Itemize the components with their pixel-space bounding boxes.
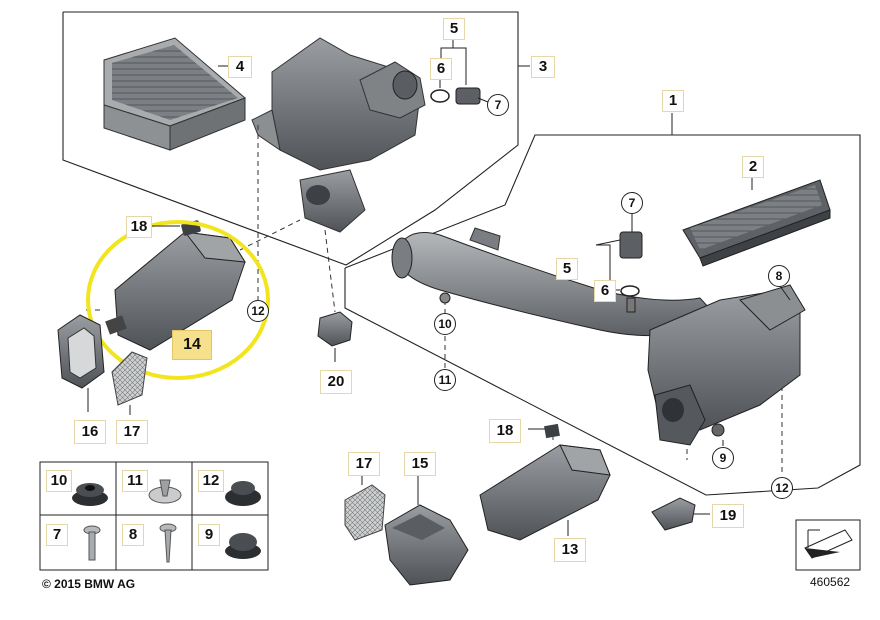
callout-8: 8 xyxy=(768,265,790,287)
callout-12-left: 12 xyxy=(247,300,269,322)
callout-19: 19 xyxy=(712,504,744,528)
callout-17-left: 17 xyxy=(116,420,148,444)
legend-num-8: 8 xyxy=(122,524,144,546)
filter-element-2 xyxy=(682,175,831,267)
filter-housing-3 xyxy=(251,37,426,233)
callout-15: 15 xyxy=(404,452,436,476)
legend-num-9: 9 xyxy=(198,524,220,546)
callout-10: 10 xyxy=(434,313,456,335)
leaders-8-9-12 xyxy=(722,285,791,446)
callout-5-upper: 5 xyxy=(443,18,465,40)
callout-9: 9 xyxy=(712,447,734,469)
mount-20 xyxy=(317,311,353,362)
mesh-17-lower xyxy=(344,472,386,541)
callout-16: 16 xyxy=(74,420,106,444)
callout-2: 2 xyxy=(742,156,764,178)
duct-15 xyxy=(384,473,469,586)
sensor-upper xyxy=(430,87,481,105)
legend-num-12: 12 xyxy=(198,470,224,492)
legend-grid xyxy=(39,461,269,571)
callout-18-upper: 18 xyxy=(126,216,152,238)
legend-num-7: 7 xyxy=(46,524,68,546)
sensor-right xyxy=(619,231,643,313)
intake-pipe xyxy=(391,227,721,337)
mesh-17-left xyxy=(111,351,148,415)
legend-num-11: 11 xyxy=(122,470,148,492)
filter-housing-lower xyxy=(647,284,806,446)
callout-17-lower: 17 xyxy=(348,452,380,476)
diagram-number: 460562 xyxy=(810,575,851,589)
callout-5-right: 5 xyxy=(556,258,578,280)
duct-seal-16 xyxy=(57,314,105,412)
callout-7-right: 7 xyxy=(621,192,643,214)
callout-13: 13 xyxy=(554,538,586,562)
callout-11: 11 xyxy=(434,369,456,391)
highlight-ring xyxy=(86,220,270,380)
filter-element-4 xyxy=(103,37,246,151)
callout-12-right: 12 xyxy=(771,477,793,499)
callout-4: 4 xyxy=(228,56,252,78)
legend-num-10: 10 xyxy=(46,470,72,492)
callout-7-upper: 7 xyxy=(487,94,509,116)
callout-6-upper: 6 xyxy=(430,58,452,80)
callout-6-right: 6 xyxy=(594,280,616,302)
copyright-text: © 2015 BMW AG xyxy=(42,577,136,591)
callout-1: 1 xyxy=(662,90,684,112)
callout-14: 14 xyxy=(172,330,212,360)
legend-icons xyxy=(72,479,261,563)
resonator-13 xyxy=(479,423,611,541)
callout-20: 20 xyxy=(320,370,352,394)
callout-18-lower: 18 xyxy=(489,419,521,443)
direction-arrow-icon xyxy=(795,519,861,571)
group-3-frame xyxy=(62,11,519,266)
group-1-frame xyxy=(344,134,861,496)
callout-3: 3 xyxy=(531,56,555,78)
bracket-19 xyxy=(651,497,710,531)
